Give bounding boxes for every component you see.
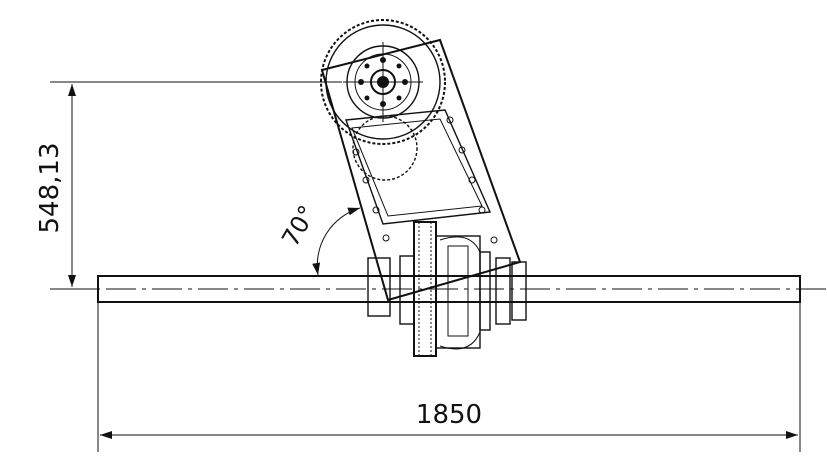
dimension-height-text: 548,13	[35, 143, 65, 234]
dimension-height: 548,13	[35, 81, 342, 290]
dimension-angle: 70°	[276, 201, 361, 276]
angle-text: 70°	[276, 201, 322, 252]
dimension-length-text: 1850	[416, 400, 482, 430]
upper-sprocket	[320, 19, 446, 181]
angle-arc	[312, 207, 361, 276]
dimension-length: 1850	[97, 302, 801, 452]
gearbox-hub	[367, 221, 527, 357]
axle-shaft	[60, 275, 827, 303]
